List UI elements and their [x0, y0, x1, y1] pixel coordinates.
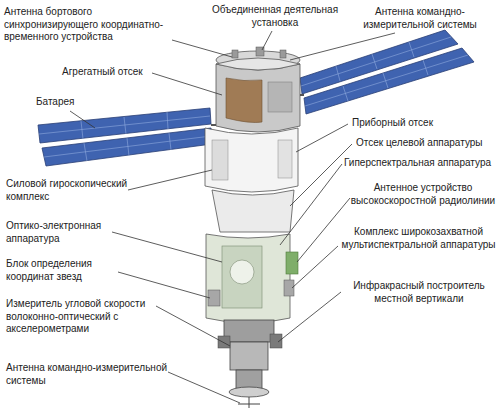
part-label: Силовой гироскопический комплекс	[6, 178, 136, 203]
leader-lines	[70, 31, 395, 403]
solar-panel-right	[297, 30, 474, 114]
part-label: Приборный отсек	[352, 117, 472, 130]
part-label: Комплекс широкозахватной мультиспектраль…	[340, 226, 497, 251]
part-label: Объединенная деятельная установка	[208, 4, 342, 29]
part-label: Отсек целевой аппаратуры	[356, 137, 496, 150]
part-label: Агрегатный отсек	[62, 66, 154, 79]
part-label: Оптико-электронная аппаратура	[6, 220, 116, 245]
part-label: Антенна командно-измерительной системы	[348, 6, 492, 31]
part-label: Блок определения координат звезд	[6, 258, 121, 283]
solar-panel-left	[38, 108, 216, 166]
part-label: Антенное устройство высокоскоростной рад…	[349, 182, 497, 207]
spacecraft-body	[205, 47, 300, 408]
part-label: Инфракрасный построитель местной вертика…	[343, 280, 495, 305]
part-label: Антенна командно-измерительной системы	[6, 362, 171, 387]
part-label: Антенна бортового синхронизирующего коор…	[4, 6, 182, 44]
part-label: Батарея	[36, 96, 96, 109]
part-label: Измеритель угловой скорости волоконно-оп…	[6, 298, 156, 336]
part-label: Гиперспектральная аппаратура	[344, 157, 497, 170]
